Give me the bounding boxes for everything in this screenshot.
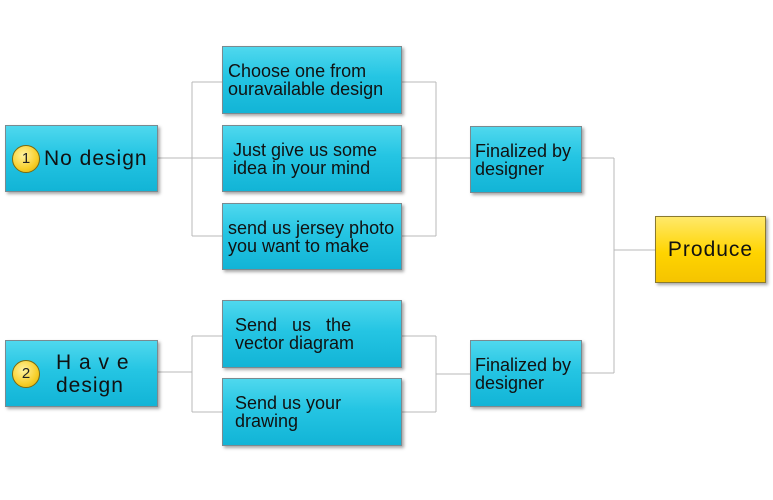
produce-box: Produce [655,216,766,283]
send-vector-line2: vector diagram [235,333,355,353]
send-photo-line2: you want to make [228,235,370,256]
send-vector-box: Send us the vector diagram [222,300,402,368]
send-drawing-box: Send us your drawing [222,378,402,446]
have-design-label-line2: design [56,373,124,397]
have-design-label-line1: H a v e [56,350,130,374]
connector-no-design-to-options [158,81,222,237]
choose-design-line2: ouravailable design [228,79,384,99]
send-photo-line1: send us jersey photo [228,217,395,238]
connector-options-to-finalized-2 [402,335,470,413]
send-drawing-line2: drawing [235,411,299,431]
connector-finalized-to-produce [582,157,655,374]
have-design-box: 2 H a v e design [5,340,158,407]
send-photo-box: send us jersey photo you want to make [222,203,402,270]
send-drawing-line1: Send us your [235,393,342,413]
give-idea-line2: idea in your mind [233,157,371,178]
choose-design-line1: Choose one from [228,61,367,81]
finalized-by-designer-box-1: Finalized by designer [470,126,582,193]
choose-design-box: Choose one from ouravailable design [222,46,402,114]
finalized-1-line1: Finalized by [475,140,572,161]
no-design-box: 1 No design [5,125,158,192]
finalized-2-line1: Finalized by [475,354,572,375]
connector-have-design-to-options [158,335,222,413]
number-1-badge: 1 [12,144,40,173]
produce-label: Produce [667,237,754,261]
give-idea-line1: Just give us some [233,139,378,160]
give-idea-box: Just give us some idea in your mind [222,125,402,192]
connector-options-to-finalized-1 [402,81,470,237]
send-vector-line1: Send us the [235,315,352,335]
finalized-by-designer-box-2: Finalized by designer [470,340,582,407]
finalized-1-line2: designer [475,158,545,179]
no-design-label: No design [44,146,148,170]
finalized-2-line2: designer [475,372,545,393]
number-2-badge: 2 [12,359,40,388]
